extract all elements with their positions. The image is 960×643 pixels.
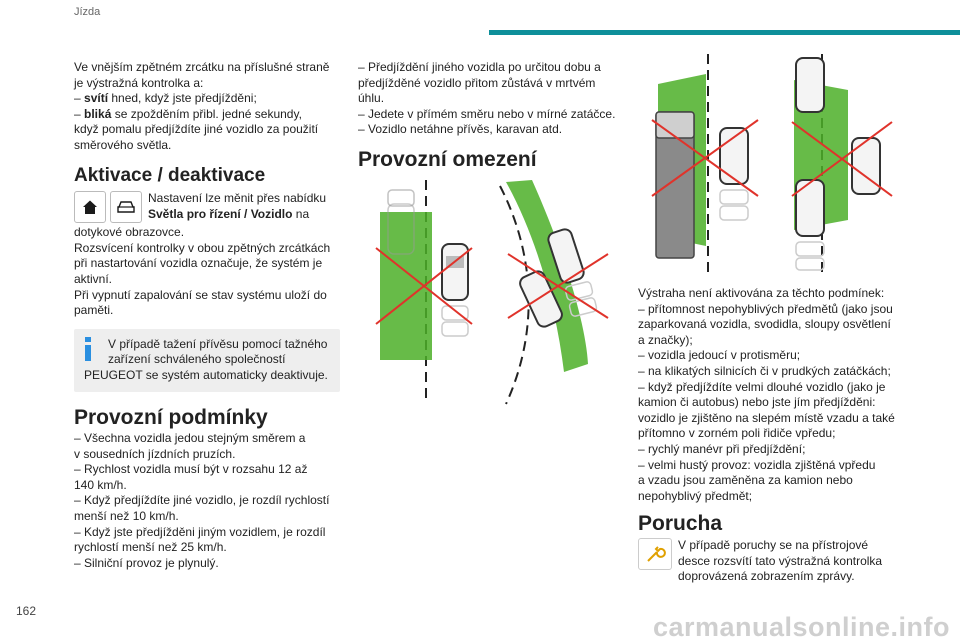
list-line: rychlostí menší než 25 km/h. xyxy=(74,540,227,555)
list-item-text: se zpožděním přibl. jedné sekundy, xyxy=(111,106,302,121)
intro-line: Ve vnějším zpětném zrcátku na příslušné … xyxy=(74,60,330,74)
body-line: Při vypnutí zapalování se stav systému u… xyxy=(74,287,327,302)
list-line: kamion či autobus) nebo jste jím předjíž… xyxy=(638,395,876,410)
list-line: – vozidla jedoucí v protisměru; xyxy=(638,348,801,363)
right-column: Výstraha není aktivována za těchto podmí… xyxy=(638,286,914,585)
list-line: nepohyblivý předmět; xyxy=(638,488,753,503)
bold-term: bliká xyxy=(84,106,112,121)
list-line: – velmi hustý provoz: vozidla zjištěná v… xyxy=(638,457,876,472)
list-line: předjížděné vozidlo přitom zůstává v mrt… xyxy=(358,75,596,90)
car-icon xyxy=(110,191,142,224)
list-line: vozidlo je zjištěno na slepém místě vzad… xyxy=(638,410,895,425)
dash: – xyxy=(74,106,85,121)
info-note: V případě tažení přívěsu pomocí tažného … xyxy=(74,328,340,392)
road-illustration-truck-oncoming xyxy=(651,54,893,276)
list-item: – bliká se zpožděním přibl. jedné sekund… xyxy=(74,107,344,123)
dash: – xyxy=(74,91,85,106)
list-line: – na klikatých silnicích či v prudkých z… xyxy=(638,363,891,378)
list-line: – Všechna vozidla jedou stejným směrem a xyxy=(74,431,306,446)
list-line: přítomno v zorném poli řidiče vpředu; xyxy=(638,426,836,441)
list-line: menší než 10 km/h. xyxy=(74,509,179,524)
body-line: aktivní. xyxy=(74,271,113,286)
header-accent-bar xyxy=(489,30,960,35)
list-line: – Předjíždění jiného vozidla po určitou … xyxy=(358,60,601,74)
list-item: – svítí hned, když jste předjížděni; xyxy=(74,91,344,107)
note-line: zařízení schváleného společností xyxy=(108,352,286,367)
list-line: – přítomnost nepohyblivých předmětů (jak… xyxy=(638,301,893,316)
list-line: – Jedete v přímém směru nebo v mírné zat… xyxy=(358,106,616,121)
list-line: – Když jste předjížděni jiným vozidlem, … xyxy=(74,524,326,539)
road-illustration-straight-curve xyxy=(375,180,609,405)
body-text: na xyxy=(292,206,310,221)
page-number: 162 xyxy=(16,604,37,618)
list-line: úhlu. xyxy=(358,91,385,106)
list-line: – Silniční provoz je plynulý. xyxy=(74,555,219,570)
watermark: carmanualsonline.info xyxy=(652,612,950,642)
list-line: v sousedních jízdních pruzích. xyxy=(74,446,236,461)
home-icon xyxy=(74,191,106,224)
intro-line: je výstražná kontrolka a: xyxy=(74,75,204,90)
conditions-heading: Provozní podmínky xyxy=(74,405,268,429)
list-line: – rychlý manévr při předjíždění; xyxy=(638,441,806,456)
body-line: když pomalu předjíždíte jiné vozidlo za … xyxy=(74,122,319,137)
list-line: a vzadu jsou zaměněna za kamion nebo xyxy=(638,473,853,488)
menu-icons xyxy=(74,191,142,224)
info-icon xyxy=(85,336,91,361)
menu-path: Světla pro řízení / Vozidlo xyxy=(148,206,293,221)
list-line: zaparkovaná vozidla, svodidla, sloupy os… xyxy=(638,317,891,332)
middle-column: – Předjíždění jiného vozidla po určitou … xyxy=(358,60,628,171)
list-line: a značky); xyxy=(638,332,693,347)
fault-heading: Porucha xyxy=(638,512,723,536)
activation-heading: Aktivace / deaktivace xyxy=(74,164,266,186)
body-line: Rozsvícení kontrolky v obou zpětných zrc… xyxy=(74,240,331,255)
list-line: – Když předjíždíte jiné vozidlo, je rozd… xyxy=(74,493,330,508)
body-line: směrového světla. xyxy=(74,137,172,152)
body-line: paměti. xyxy=(74,303,114,318)
list-line: Výstraha není aktivována za těchto podmí… xyxy=(638,286,885,300)
body-text: Nastavení lze měnit přes nabídku xyxy=(148,191,327,206)
bold-term: svítí xyxy=(84,91,109,106)
list-line: – Rychlost vozidla musí být v rozsahu 12… xyxy=(74,462,308,477)
body-line: při nastartování vozidla označuje, že sy… xyxy=(74,256,323,271)
note-line: PEUGEOT se systém automaticky deaktivuje… xyxy=(84,367,328,382)
left-column: Ve vnějším zpětném zrcátku na příslušné … xyxy=(74,60,344,571)
fault-line: V případě poruchy se na přístrojové xyxy=(678,537,869,552)
limits-heading: Provozní omezení xyxy=(358,147,537,171)
fault-line: doprovázená zobrazením zprávy. xyxy=(678,569,855,584)
section-header: Jízda xyxy=(74,6,101,18)
list-line: 140 km/h. xyxy=(74,477,127,492)
wrench-warning-icon xyxy=(638,537,672,570)
list-line: – Vozidlo netáhne přívěs, karavan atd. xyxy=(358,122,563,137)
list-line: – když předjíždíte velmi dlouhé vozidlo … xyxy=(638,379,886,394)
note-line: V případě tažení přívěsu pomocí tažného xyxy=(108,336,328,351)
body-line: dotykové obrazovce. xyxy=(74,225,185,240)
list-item-text: hned, když jste předjížděni; xyxy=(108,91,257,106)
fault-line: desce rozsvítí tato výstražná kontrolka xyxy=(678,553,883,568)
